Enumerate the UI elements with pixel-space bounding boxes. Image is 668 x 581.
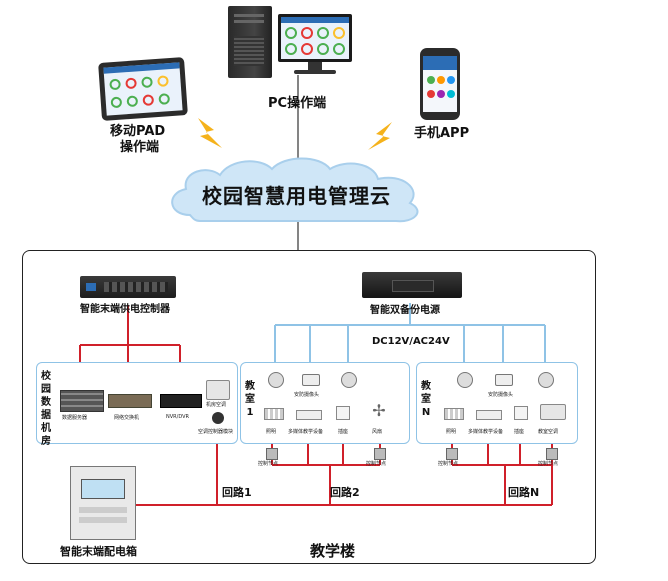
datacenter-ac-icon [206, 380, 230, 400]
pc-monitor-icon [278, 14, 352, 62]
classroom1-label: 教室1 [245, 381, 255, 418]
server-icon [60, 390, 104, 412]
classroomN-device-label: 照明 [446, 429, 457, 435]
cloud-icon [171, 157, 419, 223]
camera-icon [341, 372, 357, 388]
lightning-icon [368, 122, 392, 150]
datacenter-label: 校园数据机房 [41, 371, 51, 447]
fan-icon: ✢ [372, 401, 386, 420]
classroomN-device-label: 教室空调 [538, 429, 559, 435]
classroomN-device-label: 插座 [514, 429, 525, 435]
classroom1-device-label: 插座 [338, 429, 349, 435]
app-label: 手机APP [414, 126, 470, 141]
classroom1-device-label: 照明 [266, 429, 277, 435]
classroom-ac-icon [540, 404, 566, 420]
control-node-label: 控制节点 [366, 461, 387, 467]
camera-icon [268, 372, 284, 388]
building-frame [22, 250, 596, 564]
datacenter-device-label: 网络交换机 [114, 415, 140, 421]
dual-backup-power-device [362, 272, 462, 298]
lightning-icon [198, 118, 222, 148]
nvr-icon [160, 394, 202, 408]
camera-icon [495, 374, 513, 386]
classroom1-device-label: 多媒体教学设备 [288, 429, 324, 435]
datacenter-device-label: 空调控制器模块 [198, 429, 234, 435]
distribution-box-icon [70, 466, 136, 540]
socket-icon [336, 406, 350, 420]
light-icon [264, 408, 284, 420]
control-node-label: 控制节点 [538, 461, 559, 467]
phone-icon [420, 48, 460, 120]
light-icon [444, 408, 464, 420]
controller-label: 智能末端供电控制器 [80, 304, 170, 315]
datacenter-device-label: 机房空调 [206, 402, 227, 408]
classroom1-device-label: 风扇 [372, 429, 383, 435]
power-controller-device [80, 276, 176, 298]
camera-label: 安防摄像头 [294, 392, 320, 398]
circuit-n-label: 回路N [508, 486, 540, 499]
cloud-label: 校园智慧用电管理云 [202, 184, 391, 208]
voltage-label: DC12V/AC24V [372, 336, 450, 347]
circuit-1-label: 回路1 [222, 486, 252, 499]
building-title: 教学楼 [310, 542, 356, 560]
control-node-icon [266, 448, 278, 460]
multimedia-icon [296, 410, 322, 420]
distribution-label: 智能末端配电箱 [60, 545, 137, 558]
datacenter-device-label: NVR/DVR [166, 414, 189, 420]
switch-icon [108, 394, 152, 408]
control-node-icon [446, 448, 458, 460]
classroomN-device-label: 多媒体教学设备 [468, 429, 504, 435]
circuit-2-label: 回路2 [330, 486, 360, 499]
ac-controller-icon [212, 412, 224, 424]
control-node-label: 控制节点 [438, 461, 459, 467]
multimedia-icon [476, 410, 502, 420]
camera-icon [302, 374, 320, 386]
pad-label-line2: 操作端 [120, 140, 160, 155]
control-node-icon [374, 448, 386, 460]
camera-icon [457, 372, 473, 388]
classroomN-label: 教室N [421, 381, 431, 418]
monitor-stand [308, 62, 322, 70]
camera-label: 安防摄像头 [488, 392, 514, 398]
pc-tower-icon [228, 6, 272, 78]
pc-label: PC操作端 [268, 96, 327, 111]
control-node-label: 控制节点 [258, 461, 279, 467]
camera-icon [538, 372, 554, 388]
pad-label-line1: 移动PAD [110, 124, 166, 139]
monitor-base [294, 70, 336, 74]
power-label: 智能双备份电源 [370, 305, 440, 316]
datacenter-device-label: 数据服务器 [62, 415, 88, 421]
tablet-icon [98, 57, 188, 121]
socket-icon [514, 406, 528, 420]
control-node-icon [546, 448, 558, 460]
